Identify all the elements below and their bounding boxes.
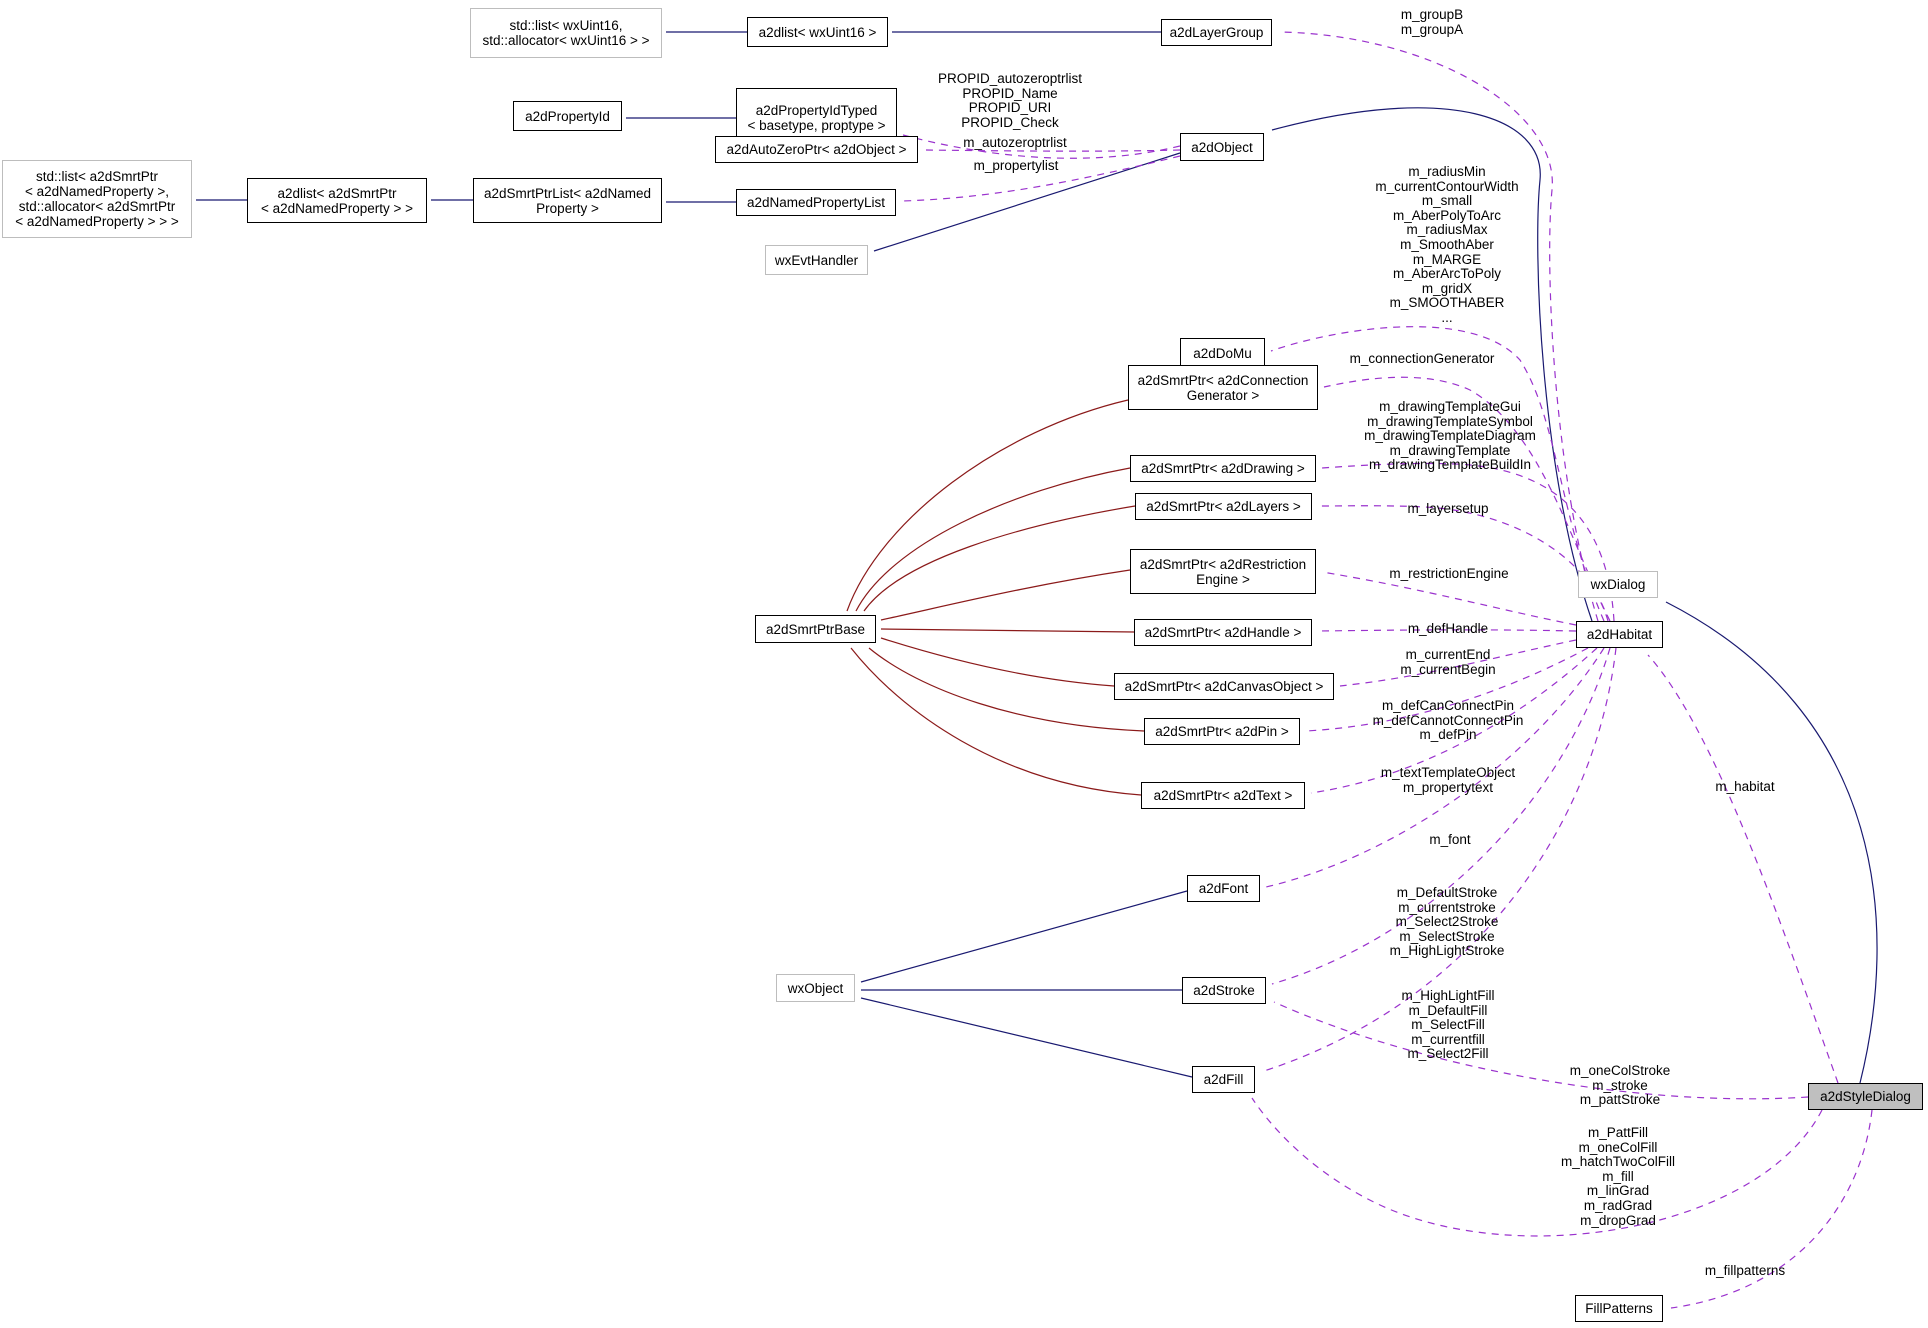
edge-usage-habitat-to-conngen	[1323, 376, 1611, 622]
edge-label-current: m_currentEnd m_currentBegin	[1400, 647, 1496, 677]
class-node-std-list-namedprop: std::list< a2dSmrtPtr < a2dNamedProperty…	[2, 160, 192, 238]
edge-label-onecolstroke: m_oneColStroke m_stroke m_pattStroke	[1569, 1063, 1671, 1108]
edge-usage-styledialog-to-fill	[1251, 1097, 1823, 1237]
edge-priv-canvasobject-to-smrtptrbase	[880, 637, 1115, 687]
edge-label-restriction: m_restrictionEngine	[1389, 566, 1509, 581]
class-node-wxevthandler: wxEvtHandler	[765, 245, 868, 275]
class-node-a2dlayergroup[interactable]: a2dLayerGroup	[1161, 19, 1272, 46]
edge-label-conngen: m_connectionGenerator	[1349, 351, 1495, 366]
edge-priv-handle-to-smrtptrbase	[880, 628, 1135, 633]
edge-priv-restriction-to-smrtptrbase	[880, 569, 1131, 621]
class-node-smrtptr-layers[interactable]: a2dSmrtPtr< a2dLayers >	[1135, 493, 1312, 520]
class-node-fillpatterns[interactable]: FillPatterns	[1575, 1295, 1663, 1322]
edge-label-group: m_groupB m_groupA	[1400, 7, 1464, 37]
edge-usage-object-to-autozeroptr	[923, 149, 1181, 152]
edge-priv-pin-to-smrtptrbase	[868, 647, 1145, 732]
edge-label-layersetup: m_layersetup	[1407, 501, 1489, 516]
edge-label-fillpatterns: m_fillpatterns	[1704, 1263, 1786, 1278]
edge-label-radius: m_radiusMin m_currentContourWidth m_smal…	[1375, 164, 1519, 325]
class-node-smrtptr-handle[interactable]: a2dSmrtPtr< a2dHandle >	[1134, 619, 1312, 646]
edge-usage-habitat-to-canvasobject	[1339, 639, 1577, 687]
edge-label-autozeroptrlist: m_autozeroptrlist	[963, 135, 1067, 150]
class-node-smrtptr-pin[interactable]: a2dSmrtPtr< a2dPin >	[1144, 718, 1300, 745]
edge-priv-text-to-smrtptrbase	[850, 647, 1142, 796]
class-node-a2dhabitat[interactable]: a2dHabitat	[1576, 621, 1663, 648]
class-node-smrtptr-conngen[interactable]: a2dSmrtPtr< a2dConnection Generator >	[1128, 365, 1318, 410]
class-node-wxobject: wxObject	[776, 974, 855, 1002]
edge-usage-habitat-to-stroke	[1271, 647, 1611, 985]
class-node-std-list-wxuint16: std::list< wxUint16, std::allocator< wxU…	[470, 8, 662, 58]
class-node-a2dpropertyid[interactable]: a2dPropertyId	[513, 101, 622, 131]
edge-label-font: m_font	[1429, 832, 1471, 847]
class-node-a2dfont[interactable]: a2dFont	[1187, 875, 1260, 902]
edge-usage-habitat-to-font	[1265, 647, 1605, 888]
edge-priv-drawing-to-smrtptrbase	[855, 467, 1131, 612]
edge-inherit-a2dstyledialog-to-wxdialog	[1665, 601, 1878, 1084]
edge-label-habitat: m_habitat	[1715, 779, 1775, 794]
edge-usage-habitat-to-pin	[1305, 647, 1589, 732]
edge-usage-habitat-to-text	[1310, 647, 1598, 794]
class-node-smrtptr-restriction[interactable]: a2dSmrtPtr< a2dRestriction Engine >	[1130, 549, 1316, 594]
class-node-a2dobject[interactable]: a2dObject	[1180, 133, 1264, 161]
edge-label-pattfill: m_PattFill m_oneColFill m_hatchTwoColFil…	[1560, 1125, 1676, 1228]
class-node-a2dsmrtptrbase[interactable]: a2dSmrtPtrBase	[755, 615, 876, 643]
edge-priv-conngen-to-smrtptrbase	[846, 399, 1129, 612]
edge-inherit-a2dhabitat-to-a2dobject	[1271, 107, 1593, 622]
edge-usage-habitat-to-drawing	[1321, 462, 1615, 622]
class-node-a2dnamedpropertylist[interactable]: a2dNamedPropertyList	[736, 189, 896, 216]
edge-inherit-a2dobject-to-wxevthandler	[873, 152, 1181, 252]
class-node-smrtptr-drawing[interactable]: a2dSmrtPtr< a2dDrawing >	[1130, 455, 1316, 482]
edge-label-propid: PROPID_autozeroptrlist PROPID_Name PROPI…	[937, 71, 1083, 130]
edge-label-strokes: m_DefaultStroke m_currentstroke m_Select…	[1389, 885, 1505, 959]
edge-usage-habitat-to-handle	[1317, 629, 1577, 632]
class-node-a2dautozeroptr[interactable]: a2dAutoZeroPtr< a2dObject >	[715, 136, 918, 163]
class-node-wxdialog: wxDialog	[1578, 571, 1658, 598]
class-node-a2dlist-namedprop[interactable]: a2dlist< a2dSmrtPtr < a2dNamedProperty >…	[247, 178, 427, 223]
edge-priv-layers-to-smrtptrbase	[863, 505, 1136, 612]
edge-usage-habitat-to-fill	[1260, 647, 1617, 1073]
class-node-a2dstroke[interactable]: a2dStroke	[1182, 977, 1266, 1004]
class-node-smrtptr-text[interactable]: a2dSmrtPtr< a2dText >	[1141, 782, 1305, 809]
edge-inherit-a2dfill-to-wxobject	[860, 997, 1193, 1078]
edge-usage-habitat-to-restriction	[1321, 571, 1577, 626]
edge-label-texttpl: m_textTemplateObject m_propertytext	[1380, 765, 1516, 795]
edge-usage-habitat-to-layers	[1317, 505, 1609, 622]
edge-usage-habitat-to-domu	[1270, 326, 1605, 622]
edge-label-fills: m_HighLightFill m_DefaultFill m_SelectFi…	[1401, 988, 1495, 1062]
class-node-a2dsmrtptrlist[interactable]: a2dSmrtPtrList< a2dNamed Property >	[473, 178, 662, 223]
edge-label-defhandle: m_defHandle	[1407, 621, 1489, 636]
class-node-a2dfill[interactable]: a2dFill	[1192, 1066, 1255, 1093]
edge-label-drawingtpl: m_drawingTemplateGui m_drawingTemplateSy…	[1364, 399, 1536, 473]
class-node-smrtptr-canvasobject[interactable]: a2dSmrtPtr< a2dCanvasObject >	[1114, 673, 1334, 700]
edge-label-propertylist: m_propertylist	[973, 158, 1059, 173]
class-node-a2dlist-wxuint16[interactable]: a2dlist< wxUint16 >	[747, 17, 888, 47]
edge-inherit-a2dfont-to-wxobject	[860, 890, 1188, 983]
edge-usage-styledialog-to-habitat	[1647, 654, 1839, 1084]
edge-label-defpin: m_defCanConnectPin m_defCannotConnectPin…	[1372, 698, 1524, 743]
edge-usage-habitat-to-layergroup	[1279, 31, 1599, 622]
class-node-a2dstyledialog: a2dStyleDialog	[1808, 1083, 1923, 1110]
edge-usage-styledialog-to-stroke	[1273, 1001, 1809, 1100]
